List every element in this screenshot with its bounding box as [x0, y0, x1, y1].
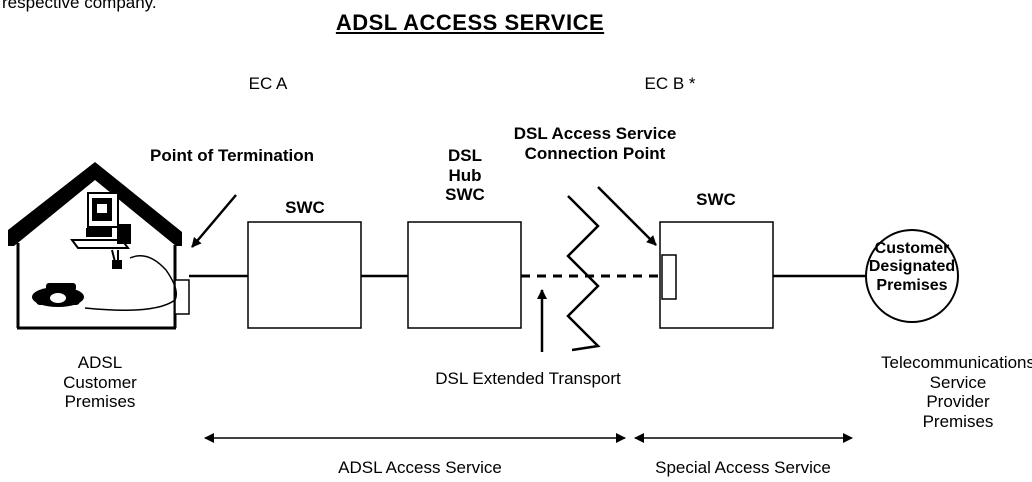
- diagram-title: ADSL ACCESS SERVICE: [335, 10, 605, 35]
- telecom-provider-premises-label: Telecommunications Service Provider Prem…: [880, 353, 1032, 431]
- dsl-hub-swc-label: DSL Hub SWC: [445, 146, 485, 205]
- page-prefix-text: respective company.: [2, 0, 157, 12]
- dsl-extended-transport-label: DSL Extended Transport: [435, 369, 621, 388]
- point-of-termination-label: Point of Termination: [149, 146, 315, 165]
- swc-1-label: SWC: [285, 198, 325, 217]
- connection-point-arrow: [597, 186, 657, 246]
- swc-box-2: [659, 221, 774, 329]
- connection-point-label: DSL Access Service Connection Point: [513, 124, 677, 163]
- adsl-access-service-label: ADSL Access Service: [338, 458, 502, 477]
- customer-designated-premises-label: Customer Designated Premises: [868, 240, 956, 294]
- ec-b-label: EC B *: [644, 74, 696, 93]
- swc-box-1: [247, 221, 362, 329]
- swc-2-label: SWC: [696, 190, 736, 209]
- computer-icon: [70, 192, 131, 269]
- premises-circle: [865, 229, 959, 323]
- boundary-zigzag: [566, 195, 601, 352]
- termination-arrow: [191, 194, 237, 248]
- ec-a-label: EC A: [248, 74, 288, 93]
- connection-block: [661, 254, 677, 300]
- telephone-icon: [32, 283, 84, 307]
- adsl-customer-premises-label: ADSL Customer Premises: [63, 353, 137, 412]
- house-icon: [8, 162, 190, 330]
- special-access-service-label: Special Access Service: [655, 458, 831, 477]
- cord-line: [84, 255, 178, 311]
- dsl-hub-swc-box: [407, 221, 522, 329]
